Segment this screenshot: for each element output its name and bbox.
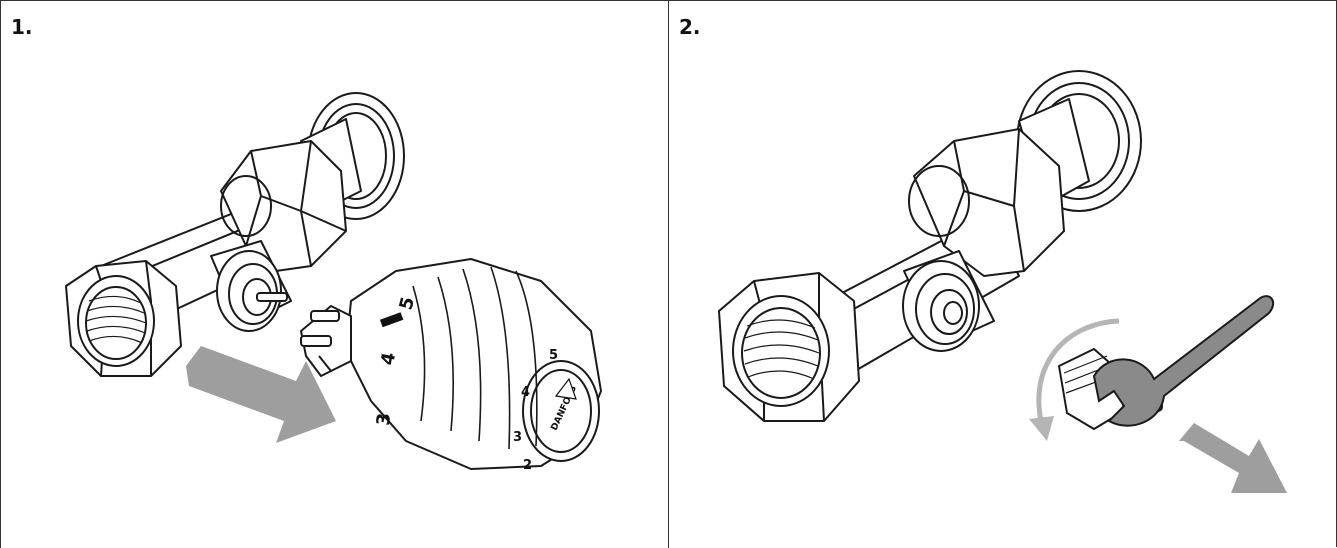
valve-neck [210,240,292,332]
thermostat-head [300,258,602,470]
step-number: 1. [11,15,33,39]
dial-small-tick-label: 5 [549,348,558,363]
panel-step-1: 1. [0,1,669,548]
dial-small-tick-label: 3 [513,430,522,445]
illustration-remove-insert [718,70,1287,493]
dial-big-tick-label: 4 [377,351,400,367]
pull-direction-arrow [186,346,336,443]
step-number: 2. [679,15,701,39]
inlet-hex-nut [65,260,182,377]
dial-big-tick-label: 3 [373,412,395,426]
illustration-remove-thermostat: 5 4 3 5 4 3 2 DANFOSS [65,92,602,473]
union-nut [220,140,347,272]
dial-small-tick-label: 2 [523,458,532,473]
dial-big-tick-label: 5 [396,295,420,313]
inlet-hex-nut [718,272,860,422]
dial-small-tick-label: 4 [521,385,530,400]
valve-neck [902,250,995,352]
rotation-arrow-head [1029,416,1054,441]
wrench [1092,295,1275,427]
union-nut [908,128,1065,277]
pull-direction-arrow [1179,423,1287,493]
brand-logo-mark [554,377,577,400]
panel-step-2: 2. [669,1,1337,548]
rotation-arrow [1036,318,1120,422]
